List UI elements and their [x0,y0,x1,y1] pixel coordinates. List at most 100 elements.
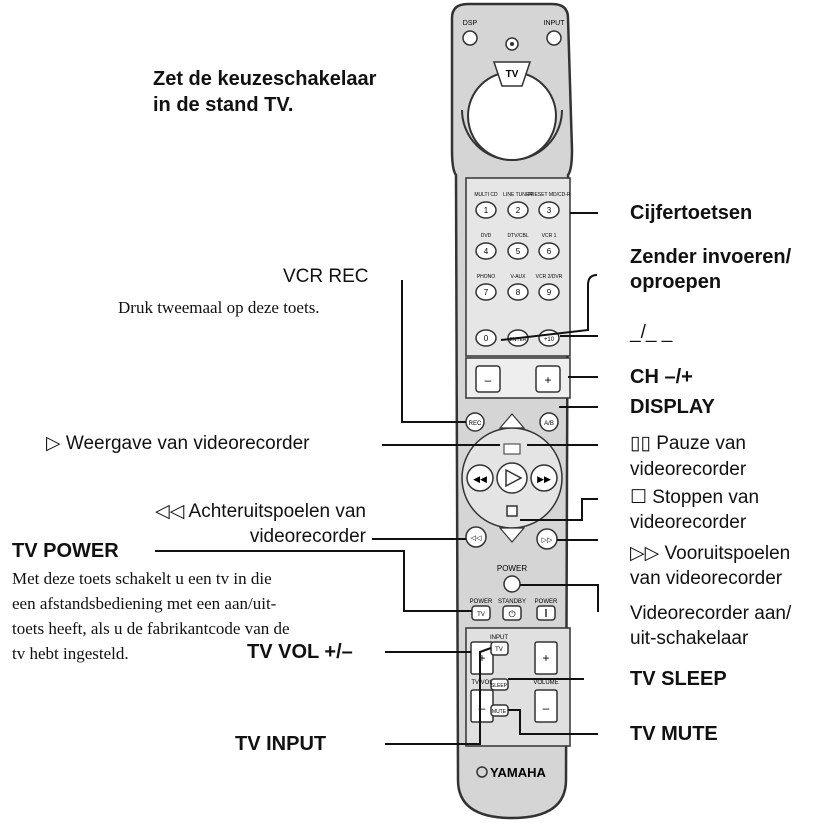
brand-logo: YAMAHA [490,765,546,780]
label-pause-line2: videorecorder [630,459,747,480]
svg-text:▶▶: ▶▶ [537,475,551,485]
volume-plus-button[interactable] [534,641,558,675]
sleep-button[interactable] [490,678,509,691]
digit-label: 7 [484,288,489,297]
skip-forward-button[interactable] [530,464,558,492]
label-vcr-rec-note: Druk tweemaal op deze toets. [118,298,320,317]
svg-text:+: + [542,651,549,665]
label-tv-power: TV POWER [12,540,119,562]
stop-button[interactable] [506,505,518,517]
skip-back-button[interactable] [466,464,494,492]
label-tv-vol: TV VOL +/– [247,641,353,663]
label-vcr-power-line2: uit-schakelaar [630,628,749,649]
selector-instruction-line2: in de stand TV. [153,94,294,116]
digit-label: 3 [547,206,552,215]
svg-text:POWER: POWER [470,599,493,605]
svg-text:TV: TV [506,69,519,80]
label-tv-mute: TV MUTE [630,723,718,745]
play-button[interactable] [496,462,528,494]
rewind-button[interactable] [465,526,487,548]
label-zender-line2: oproepen [630,271,722,293]
ab-button[interactable] [539,412,559,432]
label-display: DISPLAY [630,396,715,418]
digit-2-button[interactable] [507,201,529,219]
svg-text:TV: TV [477,612,485,618]
digit-label: 8 [516,288,521,297]
label-cijfertoetsen: Cijfertoetsen [630,202,753,224]
ch-plus-button[interactable] [535,365,561,393]
digit-label: 4 [484,247,489,256]
nav-down-arrow[interactable] [498,527,526,543]
label-vcr-rec: VCR REC [283,266,369,287]
keypad-source-label: VCR 1 [542,233,557,239]
pause-icon[interactable] [503,443,521,455]
label-vcr-power-line1: Videorecorder aan/ [630,603,792,624]
svg-text:INPUT: INPUT [490,635,508,641]
keypad-source-label: PHONO [477,274,495,280]
svg-text:INPUT: INPUT [544,20,566,27]
digit-7-button[interactable] [475,283,497,301]
input-button[interactable] [546,30,562,46]
svg-text:A/B: A/B [544,421,554,427]
digit-label: 5 [516,247,521,256]
digit-6-button[interactable] [538,242,560,260]
plus10-label: +10 [544,337,555,343]
label-stop-line1: ☐ Stoppen van [630,487,760,508]
label-dash: _/_ _ [630,322,673,343]
label-ffwd-line1: ▷▷ Vooruitspoelen [630,543,791,564]
digit-8-button[interactable] [507,283,529,301]
label-tv-sleep: TV SLEEP [630,668,727,690]
svg-text:POWER: POWER [535,599,558,605]
keypad-source-label: MULTI CD [474,192,498,198]
keypad-source-label: LINE TUNER [503,192,533,198]
keypad-source-label: DTV/CBL [507,233,528,239]
digit-1-button[interactable] [475,201,497,219]
svg-text:⏻: ⏻ [508,609,515,620]
label-rewind-line1: ◁◁ Achteruitspoelen van [155,501,366,522]
label-play: ▷ Weergave van videorecorder [46,433,310,454]
digit-label: 0 [484,334,489,343]
ch-minus-button[interactable] [475,365,501,393]
svg-text:–: – [485,373,492,387]
yamaha-logo-icon [476,766,488,778]
dsp-button[interactable] [462,30,478,46]
svg-text:SLEEP: SLEEP [491,683,508,689]
keypad-source-label: PRESET MD/CD-R [528,192,571,198]
digit-3-button[interactable] [538,201,560,219]
volume-minus-button[interactable] [534,689,558,723]
digit-4-button[interactable] [475,242,497,260]
svg-text:TV: TV [495,647,503,653]
digit-5-button[interactable] [507,242,529,260]
label-rewind-line2: videorecorder [249,526,366,547]
digit-label: 9 [547,288,552,297]
label-tv-power-note-line1: Met deze toets schakelt u een tv in die [12,569,272,588]
digit-0-button[interactable] [475,329,497,347]
selector-instruction-line1: Zet de keuzeschakelaar [153,68,377,90]
keypad-source-label: DVD [481,233,492,239]
svg-text:◁◁: ◁◁ [471,534,482,542]
svg-text:MUTE: MUTE [492,709,507,715]
svg-text:TV VOL: TV VOL [471,680,493,686]
label-ffwd-line2: van videorecorder [630,568,783,589]
label-ch: CH –/+ [630,366,693,388]
digit-label: 1 [484,206,489,215]
standby-button[interactable] [502,605,522,621]
digit-9-button[interactable] [538,283,560,301]
nav-up-arrow[interactable] [498,413,526,429]
label-zender-line1: Zender invoeren/ [630,246,792,268]
digit-label: 6 [547,247,552,256]
svg-text:◀◀: ◀◀ [473,475,487,485]
vcr-power-button[interactable] [503,575,521,593]
svg-text:–: – [479,701,486,715]
svg-text:VOLUME: VOLUME [533,680,558,686]
svg-text:REC: REC [469,421,482,427]
label-tv-power-note-line2: een afstandsbediening met een aan/uit- [12,594,277,613]
tv-power-button[interactable] [471,605,491,621]
svg-text:+: + [478,651,485,665]
label-tv-power-note-line3: toets heeft, als u de fabrikantcode van … [12,619,290,638]
svg-text:–: – [543,701,550,715]
svg-text:POWER: POWER [497,564,527,573]
selector-pointer [492,61,532,87]
label-tv-input: TV INPUT [235,733,327,755]
